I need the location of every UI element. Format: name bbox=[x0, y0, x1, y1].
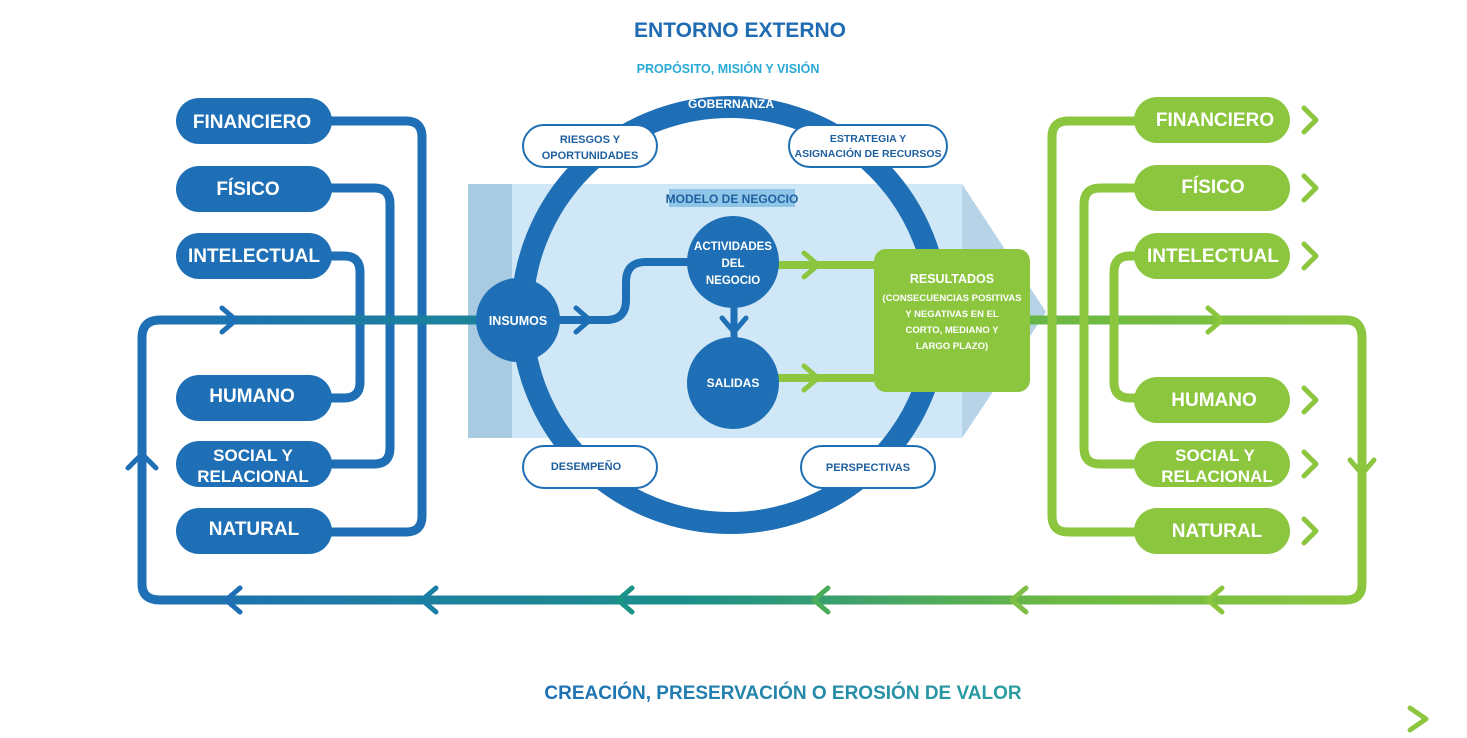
risks-pill: RIESGOS Y OPORTUNIDADES bbox=[522, 124, 658, 168]
right-capital-natural: NATURAL bbox=[1134, 508, 1290, 554]
performance-pill: DESEMPEÑO bbox=[522, 445, 658, 489]
business-model-label: MODELO DE NEGOCIO bbox=[666, 192, 799, 206]
strategy-pill: ESTRATEGIA Y ASIGNACIÓN DE RECURSOS bbox=[788, 124, 948, 168]
value-creation-label: CREACIÓN, PRESERVACIÓN O EROSIÓN DE VALO… bbox=[544, 682, 1021, 704]
left-intelectual-label: INTELECTUAL bbox=[188, 246, 320, 267]
right-capital-intelectual: INTELECTUAL bbox=[1134, 233, 1290, 279]
outcomes-line-1: (CONSECUENCIAS POSITIVAS bbox=[882, 293, 1021, 304]
left-capital-intelectual: INTELECTUAL bbox=[176, 233, 332, 279]
risks-line-1: RIESGOS Y bbox=[560, 134, 621, 146]
right-capital-financiero: FINANCIERO bbox=[1134, 97, 1290, 143]
left-capital-fisico: FÍSICO bbox=[176, 166, 332, 212]
activities-line-3: NEGOCIO bbox=[706, 275, 760, 287]
right-natural-label: NATURAL bbox=[1172, 521, 1263, 542]
right-social-line-1: SOCIAL Y bbox=[1175, 446, 1255, 465]
left-social-line-2: RELACIONAL bbox=[197, 467, 308, 486]
left-capital-social: SOCIAL Y RELACIONAL bbox=[176, 441, 332, 487]
left-capital-connectors bbox=[325, 116, 427, 537]
outcomes-box: RESULTADOS (CONSECUENCIAS POSITIVAS Y NE… bbox=[874, 249, 1030, 392]
risks-line-2: OPORTUNIDADES bbox=[542, 150, 639, 162]
outlook-pill: PERSPECTIVAS bbox=[800, 445, 936, 489]
activities-line-1: ACTIVIDADES bbox=[694, 241, 772, 253]
outcomes-title: RESULTADOS bbox=[910, 272, 994, 286]
left-capital-humano: HUMANO bbox=[176, 375, 332, 421]
inputs-label: INSUMOS bbox=[489, 314, 547, 328]
diagram-title: ENTORNO EXTERNO bbox=[634, 19, 846, 42]
right-intelectual-label: INTELECTUAL bbox=[1147, 246, 1279, 267]
left-social-line-1: SOCIAL Y bbox=[213, 446, 293, 465]
strategy-line-2: ASIGNACIÓN DE RECURSOS bbox=[794, 147, 941, 160]
outlook-label: PERSPECTIVAS bbox=[826, 462, 910, 474]
outcomes-line-3: CORTO, MEDIANO Y bbox=[905, 325, 999, 336]
activities-line-2: DEL bbox=[722, 258, 745, 270]
bottom-chevrons bbox=[223, 585, 1225, 615]
feedback-loop bbox=[137, 315, 1367, 605]
purpose-label: PROPÓSITO, MISIÓN Y VISIÓN bbox=[637, 61, 820, 76]
left-humano-label: HUMANO bbox=[209, 386, 295, 407]
governance-label: GOBERNANZA bbox=[688, 97, 774, 111]
right-capital-humano: HUMANO bbox=[1134, 377, 1290, 423]
to-outcomes-lines bbox=[768, 261, 884, 382]
left-capital-financiero: FINANCIERO bbox=[176, 98, 332, 144]
activities-to-outputs-arrow bbox=[719, 315, 749, 335]
right-capital-connectors bbox=[1047, 116, 1145, 537]
right-humano-label: HUMANO bbox=[1171, 390, 1257, 411]
performance-label: DESEMPEÑO bbox=[551, 460, 622, 473]
inputs-node: INSUMOS bbox=[476, 278, 560, 362]
to-outcomes-chevrons bbox=[801, 250, 821, 393]
right-fisico-label: FÍSICO bbox=[1181, 176, 1244, 198]
inputs-to-activities-line bbox=[556, 258, 704, 324]
outcomes-line-4: LARGO PLAZO) bbox=[916, 341, 988, 352]
business-model-label-bg bbox=[669, 189, 795, 207]
right-financiero-label: FINANCIERO bbox=[1156, 110, 1274, 131]
left-natural-label: NATURAL bbox=[209, 519, 300, 540]
right-capital-fisico: FÍSICO bbox=[1134, 165, 1290, 211]
outputs-node: SALIDAS bbox=[687, 337, 779, 429]
strategy-line-1: ESTRATEGIA Y bbox=[830, 133, 906, 145]
outcomes-line-2: Y NEGATIVAS EN EL bbox=[905, 309, 999, 320]
right-social-line-2: RELACIONAL bbox=[1161, 467, 1272, 486]
activities-node: ACTIVIDADES DEL NEGOCIO bbox=[687, 216, 779, 308]
left-fisico-label: FÍSICO bbox=[216, 178, 279, 200]
left-financiero-label: FINANCIERO bbox=[193, 112, 311, 133]
value-creation-arrowhead bbox=[1407, 705, 1429, 733]
left-capital-natural: NATURAL bbox=[176, 508, 332, 554]
outputs-label: SALIDAS bbox=[707, 376, 760, 390]
right-capital-arrows bbox=[1205, 105, 1377, 546]
right-capital-social: SOCIAL Y RELACIONAL bbox=[1134, 441, 1290, 487]
